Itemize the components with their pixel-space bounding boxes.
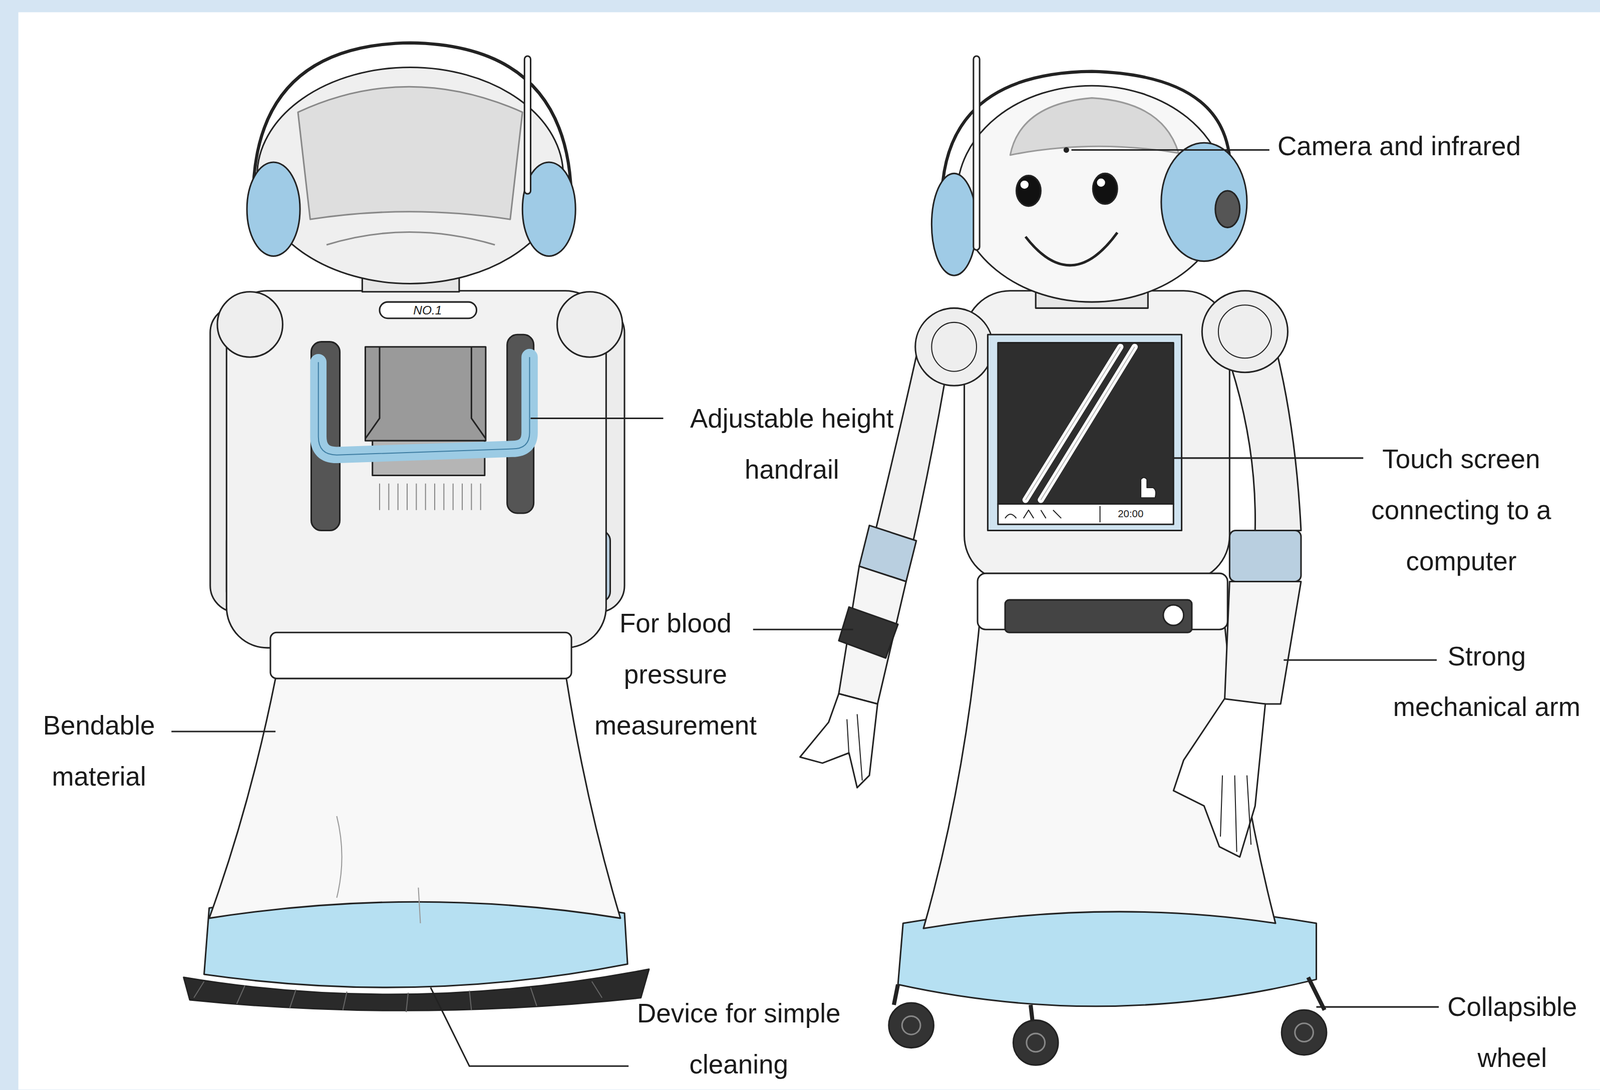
callout-label: Bendable material bbox=[27, 700, 171, 803]
cuff-strap bbox=[1005, 599, 1192, 633]
right-arm bbox=[1224, 347, 1302, 531]
white-panel bbox=[18, 12, 1600, 1090]
head-seam bbox=[326, 232, 495, 245]
leader-lines bbox=[1173, 457, 1364, 459]
number-plate bbox=[379, 301, 477, 319]
head-plate bbox=[297, 86, 523, 220]
antenna bbox=[973, 56, 980, 250]
visor bbox=[1010, 98, 1179, 156]
skirt bbox=[923, 622, 1276, 929]
touch-screen bbox=[1099, 506, 1101, 523]
back-panel bbox=[365, 347, 486, 439]
left-arm bbox=[838, 566, 906, 705]
skirt-folds bbox=[336, 816, 421, 924]
torso bbox=[226, 290, 606, 649]
face bbox=[1016, 175, 1041, 206]
ear-cup bbox=[1161, 142, 1247, 261]
leader-lines bbox=[430, 987, 629, 1067]
touch-screen bbox=[1025, 347, 1135, 501]
face bbox=[1092, 173, 1118, 204]
leader-lines bbox=[753, 628, 854, 631]
head bbox=[256, 67, 563, 284]
right-arm bbox=[1173, 699, 1265, 858]
callout-label: Adjustable height handrail bbox=[664, 392, 919, 495]
leader-lines bbox=[1283, 659, 1437, 662]
touch-screen bbox=[987, 334, 1182, 531]
camera bbox=[1064, 147, 1069, 152]
leader-lines bbox=[1071, 149, 1270, 151]
touch-screen bbox=[1140, 477, 1156, 499]
headband bbox=[252, 43, 572, 205]
front-view-robot bbox=[1218, 304, 1272, 359]
leader-lines bbox=[530, 417, 664, 420]
right-arm bbox=[1229, 530, 1302, 582]
belt bbox=[270, 632, 572, 679]
wheels bbox=[888, 1003, 934, 1049]
wheels bbox=[1013, 1020, 1059, 1066]
touch-screen bbox=[998, 343, 1174, 505]
touch-screen bbox=[1005, 510, 1062, 519]
ear-cup bbox=[931, 173, 977, 276]
antenna bbox=[524, 56, 531, 194]
callout-label: Device for simple cleaning bbox=[632, 987, 845, 1090]
face bbox=[1096, 178, 1105, 187]
torso bbox=[964, 290, 1230, 582]
touch-screen bbox=[998, 504, 1174, 525]
button bbox=[1163, 604, 1184, 626]
shoulder bbox=[1201, 290, 1288, 373]
wheels bbox=[1295, 1023, 1314, 1043]
right-arm bbox=[1220, 775, 1251, 853]
callout-label: Touch screen connecting to a computer bbox=[1359, 433, 1564, 587]
wheels bbox=[901, 1016, 921, 1035]
screen-clock: 20:00 bbox=[1117, 506, 1144, 523]
left-arm bbox=[838, 606, 898, 659]
callout-label: Collapsible wheel bbox=[1430, 981, 1594, 1084]
face bbox=[1016, 173, 1118, 265]
back-panel bbox=[365, 347, 486, 441]
wheels bbox=[1026, 1033, 1046, 1053]
wheels bbox=[888, 977, 1327, 1066]
callout-label: Strong mechanical arm bbox=[1379, 630, 1594, 733]
leader-lines bbox=[1316, 1006, 1440, 1009]
touch-screen bbox=[987, 334, 1182, 531]
face bbox=[1020, 180, 1029, 189]
handrail-edge bbox=[318, 357, 530, 456]
number-plate-text: NO.1 bbox=[413, 302, 442, 319]
back-panel bbox=[365, 347, 486, 511]
ear-cup bbox=[1215, 190, 1240, 228]
right-arm bbox=[1224, 581, 1302, 705]
left-arm bbox=[800, 694, 878, 788]
front-view-robot bbox=[800, 56, 1327, 1066]
back-panel bbox=[379, 483, 481, 511]
back-view-robot bbox=[183, 43, 650, 1013]
callout-label: For blood pressure measurement bbox=[578, 597, 773, 752]
skirt bbox=[209, 678, 621, 919]
wheels bbox=[1281, 1010, 1327, 1056]
shoulder bbox=[557, 291, 623, 358]
wheels bbox=[893, 977, 1325, 1023]
leader-lines bbox=[171, 150, 1439, 1067]
front-view-robot bbox=[931, 322, 977, 372]
handrail bbox=[318, 357, 530, 456]
shoulder bbox=[217, 291, 283, 358]
touch-screen bbox=[1025, 347, 1135, 501]
leader-lines bbox=[171, 730, 276, 733]
callout-label: Camera and infrared bbox=[1277, 120, 1521, 172]
ear-cup bbox=[246, 162, 300, 256]
shoulder bbox=[915, 307, 994, 386]
face bbox=[1025, 232, 1118, 266]
left-arm bbox=[846, 714, 863, 781]
